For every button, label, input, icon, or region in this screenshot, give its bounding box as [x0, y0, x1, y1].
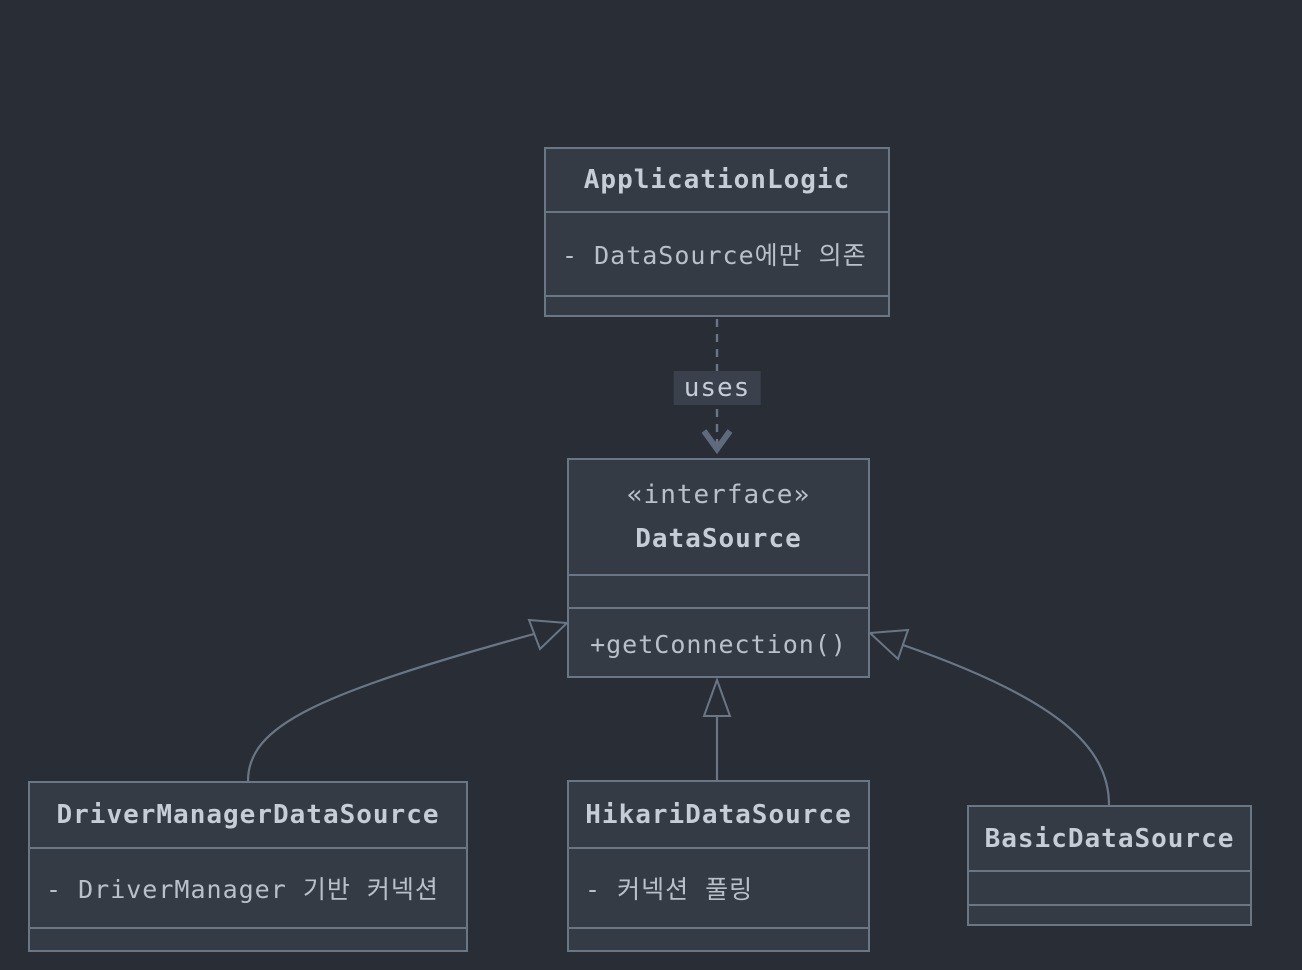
class-basic-header: BasicDataSource — [969, 807, 1250, 870]
class-application-logic-methods-empty — [546, 295, 888, 319]
class-basic-attributes-empty — [969, 870, 1250, 904]
class-basic-datasource: BasicDataSource — [967, 805, 1252, 926]
class-driver-manager-attributes: - DriverManager 기반 커넥션 — [30, 847, 466, 927]
class-driver-manager-header: DriverManagerDataSource — [30, 783, 466, 847]
class-datasource-attributes-empty — [569, 574, 868, 607]
class-hikari-methods-empty — [569, 927, 868, 954]
class-datasource-interface: «interface» DataSource +getConnection() — [567, 458, 870, 678]
class-application-logic: ApplicationLogic - DataSource에만 의존 — [544, 147, 890, 317]
inheritance-edge-drivermanager — [246, 632, 535, 782]
class-hikari-datasource: HikariDataSource - 커넥션 풀링 — [567, 780, 870, 952]
attribute-text: - DataSource에만 의존 — [562, 241, 867, 270]
class-driver-manager-title: DriverManagerDataSource — [56, 800, 440, 830]
class-application-logic-attributes: - DataSource에만 의존 — [546, 211, 888, 295]
class-hikari-title: HikariDataSource — [585, 799, 852, 830]
inheritance-arrowhead-right-icon — [867, 628, 910, 661]
method-text: +getConnection() — [590, 630, 847, 659]
class-basic-title: BasicDataSource — [984, 823, 1235, 854]
attribute-text: - 커넥션 풀링 — [585, 875, 754, 904]
class-application-logic-title: ApplicationLogic — [583, 165, 851, 195]
class-driver-manager-methods-empty — [30, 927, 466, 954]
inheritance-arrowhead-left-icon — [527, 618, 570, 651]
class-hikari-attributes: - 커넥션 풀링 — [569, 847, 868, 927]
inheritance-edge-basic — [902, 643, 1111, 806]
dependency-arrowhead-icon — [701, 429, 733, 455]
class-basic-methods-empty — [969, 904, 1250, 928]
dependency-edge-label: uses — [673, 371, 761, 405]
attribute-text: - DriverManager 기반 커넥션 — [46, 875, 439, 904]
class-datasource-methods: +getConnection() — [569, 607, 868, 680]
class-datasource-title: DataSource — [635, 524, 802, 554]
class-hikari-header: HikariDataSource — [569, 782, 868, 847]
class-driver-manager-datasource: DriverManagerDataSource - DriverManager … — [28, 781, 468, 952]
inheritance-arrowhead-middle-icon — [702, 677, 732, 717]
class-datasource-header: «interface» DataSource — [569, 460, 868, 574]
interface-stereotype: «interface» — [626, 480, 811, 510]
class-application-logic-header: ApplicationLogic — [546, 149, 888, 211]
